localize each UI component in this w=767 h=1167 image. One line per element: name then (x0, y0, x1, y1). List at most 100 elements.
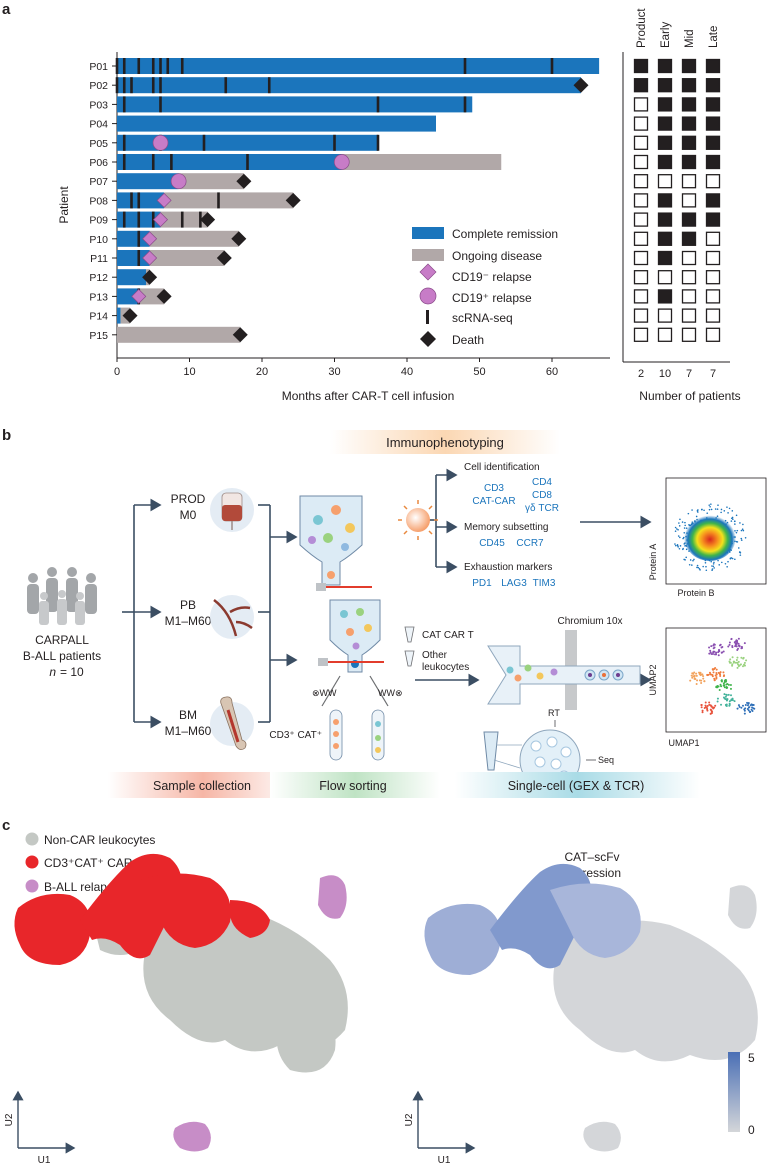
remission-bar-p06 (117, 154, 342, 170)
patient-label-p05: P05 (89, 138, 108, 150)
immunophenotyping-title: Immunophenotyping (386, 435, 504, 450)
umap-cell (719, 671, 722, 674)
facs-event (720, 508, 723, 511)
legend-swatch-ongoing-disease (412, 249, 444, 261)
facs-event (740, 529, 743, 532)
stage-flow-sorting: Flow sorting (319, 779, 386, 793)
umap-cell (716, 697, 719, 700)
facs-event (711, 565, 713, 567)
umap-cell (746, 707, 749, 710)
scrna-seq-tick (217, 192, 220, 209)
umap-cell (750, 703, 753, 706)
facs-event (740, 539, 743, 541)
side-x-axis-title: Number of patients (639, 389, 740, 403)
umap-cell (724, 679, 727, 682)
umap-cell (743, 712, 746, 715)
grid-cell (657, 174, 673, 189)
legend-relapse-dot (25, 879, 39, 893)
other-tube-icon (404, 650, 415, 667)
facs-event (691, 564, 693, 566)
umap-cell (702, 675, 705, 678)
cat-tube-icon (404, 626, 415, 643)
scrna-seq-tick (137, 250, 141, 266)
facs-event (684, 559, 686, 561)
death-marker (122, 308, 138, 324)
patient-label-p06: P06 (89, 157, 108, 169)
facs-event (731, 557, 734, 560)
x-axis-title: Months after CAR-T cell infusion (282, 389, 455, 403)
facs-event (718, 564, 721, 566)
patient-label-p08: P08 (89, 195, 108, 207)
colorbar (728, 1052, 740, 1132)
facs-event (710, 508, 713, 511)
umap-cell (722, 696, 725, 699)
scrna-seq-tick (333, 134, 336, 151)
grid-cell (705, 78, 721, 93)
grid-cell (681, 58, 697, 74)
umap-cell (714, 674, 717, 677)
other-leukocytes-label-2: leukocytes (422, 662, 469, 673)
other-leukocytes-label-1: Other (422, 650, 448, 661)
umap-cell (722, 671, 725, 674)
legend-death-icon (420, 331, 436, 347)
umap-cell (693, 677, 696, 680)
scrna-seq-tick (122, 58, 126, 74)
facs-x-axis-title: Protein B (677, 588, 714, 598)
facs-event (735, 540, 738, 543)
umap-cell (747, 706, 750, 709)
umap-cell (715, 668, 718, 671)
facs-event (708, 504, 711, 506)
grid-cell (633, 135, 649, 150)
grid-cell (633, 78, 649, 93)
umap-cell (709, 649, 712, 652)
facs-event (742, 523, 744, 526)
facs-event (699, 569, 701, 571)
umap-cell (719, 673, 722, 676)
umap-cell (743, 642, 746, 645)
umap-cell (744, 707, 747, 710)
facs-event (691, 509, 693, 511)
disease-bar-p09 (160, 211, 208, 228)
scrna-seq-tick (122, 154, 126, 170)
legend-car-t-dot (25, 855, 39, 869)
umap-cell (720, 679, 723, 682)
cohort-n-value: = 10 (60, 665, 84, 679)
umap-cell (717, 685, 720, 688)
marker-cd4: CD4 (532, 477, 552, 488)
cd19pos-relapse-marker (170, 173, 187, 190)
side-column-early: Early (660, 22, 672, 48)
umap-cell (727, 683, 730, 686)
cd19pos-relapse-marker (152, 134, 169, 151)
grid-cell (705, 270, 721, 285)
grid-cell (705, 327, 721, 342)
umap-cell (753, 707, 756, 710)
umap-cell (713, 667, 716, 670)
facs-event (734, 523, 736, 525)
side-count-product: 2 (638, 368, 644, 380)
umap-cell (751, 706, 754, 709)
legend-tick-icon (426, 310, 429, 324)
remission-bar-p13 (117, 288, 139, 305)
grid-cell (657, 327, 673, 342)
umap-cell (708, 701, 711, 704)
grid-cell (705, 174, 721, 189)
facs-event (685, 548, 688, 551)
umap-cell (737, 642, 740, 645)
umap-cell (722, 682, 725, 685)
facs-event (678, 547, 681, 550)
legend-non-car: Non-CAR leukocytes (44, 833, 155, 847)
sample-pb-name: PB (180, 598, 196, 612)
legend-ongoing-disease: Ongoing disease (452, 249, 542, 263)
grid-cell (681, 289, 697, 304)
facs-event (696, 564, 699, 567)
umap-cell (715, 651, 718, 654)
facs-event (727, 560, 729, 563)
panel-b-label: b (2, 427, 11, 444)
remission-bar-p03 (117, 96, 473, 113)
disease-bar-p11 (149, 250, 225, 266)
umap-cell (736, 707, 739, 710)
scrna-seq-tick (137, 58, 141, 74)
chromium-label: Chromium 10x (557, 616, 622, 627)
facs-event (679, 545, 682, 547)
x-tick-label: 60 (546, 366, 558, 378)
